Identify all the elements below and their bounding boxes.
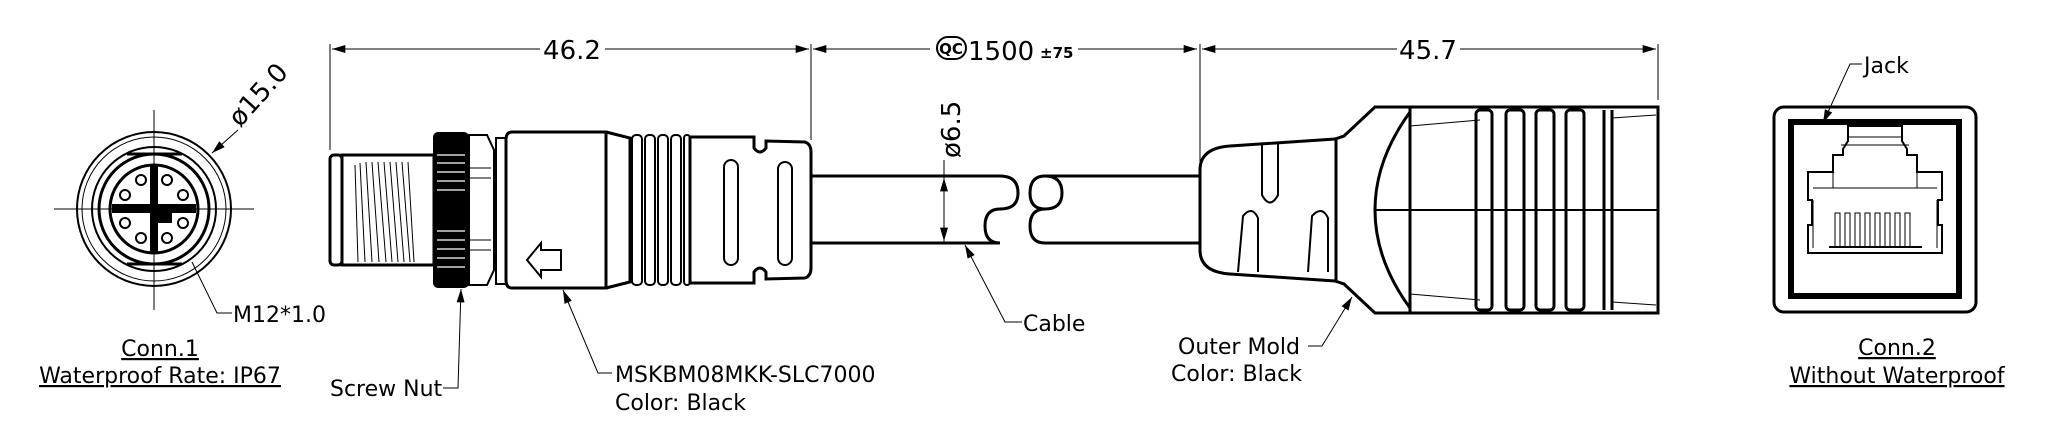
mold-slot (1261, 144, 1279, 204)
cable-length: 1500 (968, 37, 1034, 67)
outer-ring-inner (81, 136, 227, 282)
right-connector-length: 45.7 (1399, 36, 1457, 66)
part-number-label: MSKBM08MKK-SLC7000 (615, 363, 875, 388)
outer-mold-label: Outer Mold (1178, 335, 1300, 360)
insert-face (108, 163, 200, 255)
qc-symbol-text: QC (939, 40, 963, 58)
left-connector-length: 46.2 (543, 36, 601, 66)
relief-slot (723, 159, 739, 266)
overall-dimensions: 46.2 QC 1500 ±75 45.7 (332, 36, 1659, 165)
pin-icon (161, 174, 173, 186)
thread-lines (354, 161, 415, 263)
part-color-label: Color: Black (615, 391, 746, 416)
mold-slot (1237, 210, 1259, 273)
cable-leader (964, 244, 1022, 323)
conn1-end-view: ø15.0 M12*1.0 Conn.1 Waterproof Rate: IP… (39, 58, 326, 389)
cable: ø6.5 Cable (811, 101, 1200, 337)
outer-mold-color-label: Color: Black (1171, 362, 1302, 387)
break-symbol-right (1028, 174, 1064, 211)
coupling-ring (91, 146, 217, 272)
break-symbol-left (983, 174, 1020, 245)
thread-leader (191, 261, 232, 314)
pin-icon (135, 232, 147, 244)
conn1-title: Conn.1 (121, 337, 199, 362)
knurl-marks (437, 154, 465, 268)
diameter-leader (211, 129, 239, 154)
body-taper (605, 130, 632, 290)
thread-tip (328, 153, 344, 267)
insert-polarization (158, 213, 172, 223)
qc-symbol: QC (936, 36, 967, 60)
outer-mold-leader (1308, 296, 1353, 347)
thread-label: M12*1.0 (233, 303, 326, 328)
conn1-diameter: ø15.0 (223, 58, 295, 133)
insert-key-v (150, 166, 158, 252)
mold-ribs (1474, 108, 1614, 312)
pin-icon (161, 232, 173, 244)
outer-ring (76, 131, 232, 287)
screw-nut-leader (443, 288, 465, 389)
arrow-left-icon (525, 240, 562, 280)
rj45-contacts (1834, 212, 1911, 248)
strain-relief (688, 135, 813, 285)
cable-length-tolerance: ±75 (1040, 44, 1073, 62)
pin-icon (177, 217, 189, 229)
pin-contacts (119, 174, 189, 244)
pin-icon (177, 189, 189, 201)
m12-connector-side-view: Screw Nut MSKBM08MKK-SLC7000 Color: Blac… (328, 44, 875, 416)
rj45-connector-side-view: Outer Mold Color: Black (1171, 105, 1660, 387)
mold-slot (1307, 210, 1329, 273)
connector-body (504, 130, 608, 290)
conn1-subtitle: Waterproof Rate: IP67 (39, 364, 281, 389)
relief-slot (777, 161, 793, 266)
conn2-title: Conn.2 (1858, 336, 1936, 361)
jack-leader (1822, 63, 1862, 124)
grip-ribs (631, 134, 691, 286)
screw-nut-label: Screw Nut (330, 377, 443, 402)
part-number-leader (562, 289, 612, 374)
pin-icon (119, 217, 131, 229)
jack-opening (1788, 119, 1962, 299)
cable-label: Cable (1023, 312, 1085, 337)
jack-label: Jack (1862, 54, 1909, 79)
hex-nut (468, 134, 495, 286)
pin-icon (135, 174, 147, 186)
conn2-end-view: Jack Conn.2 Without Waterproof (1772, 54, 2006, 389)
conn2-subtitle: Without Waterproof (1789, 364, 2005, 389)
outer-mold (1198, 105, 1660, 315)
jack-housing (1772, 105, 1978, 314)
pin-icon (119, 189, 131, 201)
cable-diameter: ø6.5 (937, 101, 967, 158)
